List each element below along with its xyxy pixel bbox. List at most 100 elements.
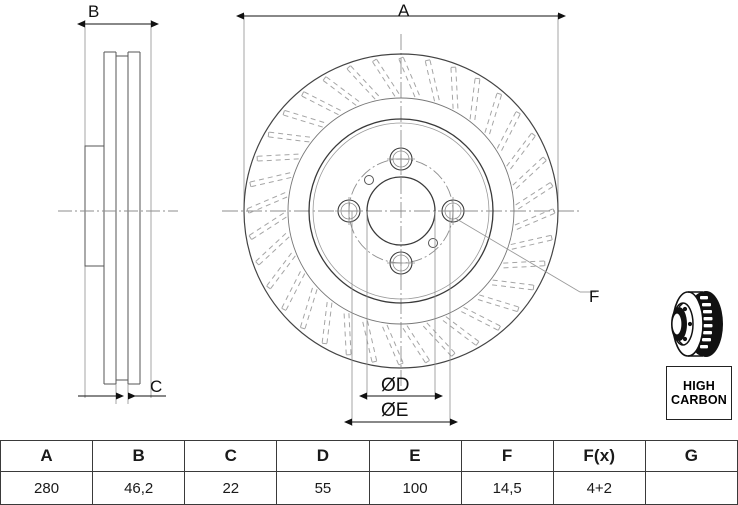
cooling-vane-wall: [302, 96, 339, 115]
cooling-vane-wall: [513, 157, 543, 185]
table-header-c: C: [185, 441, 277, 472]
cooling-vane-wall: [451, 67, 453, 108]
label-dimension-F: F: [589, 287, 599, 307]
label-dimension-B: B: [88, 2, 99, 22]
cooling-vane-cap: [551, 235, 552, 240]
table-header-e: E: [369, 441, 461, 472]
cooling-vane-cap: [283, 110, 284, 115]
cooling-vane-cap: [372, 361, 377, 362]
label-dimension-A: A: [398, 1, 409, 21]
cooling-vane-cap: [476, 342, 479, 346]
cooling-vane-wall: [503, 261, 544, 263]
cooling-vane-wall: [502, 114, 521, 151]
cooling-vane-cap: [399, 363, 403, 365]
cooling-vane-wall: [250, 173, 290, 182]
cooling-vane-wall: [461, 312, 498, 331]
cooling-vane-wall: [347, 69, 375, 99]
cooling-vane-wall: [268, 137, 309, 142]
cooling-vane-wall: [251, 177, 291, 186]
table-value-fx: 4+2: [553, 472, 645, 505]
table-header-fx: F(x): [553, 441, 645, 472]
cooling-vane-wall: [252, 217, 287, 240]
table-header-b: B: [93, 441, 185, 472]
cooling-vane-cap: [550, 182, 553, 186]
side-view-extension-lines: [85, 20, 151, 398]
cooling-vane-wall: [256, 233, 286, 261]
cooling-vane-cap: [452, 353, 456, 356]
cooling-vane-wall: [350, 66, 378, 96]
cooling-vane-wall: [300, 288, 312, 328]
table-header-g: G: [645, 441, 737, 472]
side-view-hub-profile: [85, 146, 104, 266]
table-value-e: 100: [369, 472, 461, 505]
cooling-vane-wall: [270, 256, 295, 289]
label-dimension-E: ØE: [381, 400, 408, 422]
high-carbon-line-2: CARBON: [671, 393, 727, 407]
cooling-vane-wall: [512, 240, 552, 249]
cooling-vane-cap: [267, 286, 271, 289]
cooling-vane-wall: [363, 322, 372, 362]
table-value-g: [645, 472, 737, 505]
disc-centerlines: [222, 34, 580, 392]
table-header-a: A: [1, 441, 93, 472]
cooling-vane-wall: [344, 314, 346, 355]
cooling-vane-wall: [470, 78, 475, 119]
label-dimension-C: C: [150, 377, 162, 397]
cooling-vane-wall: [305, 289, 317, 329]
cooling-vane-cap: [268, 132, 269, 137]
cooling-vane-cap: [300, 328, 305, 329]
cooling-vane-wall: [257, 159, 298, 161]
cooling-vane-cap: [516, 112, 520, 114]
table-header-f: F: [461, 441, 553, 472]
cooling-vane-cap: [323, 77, 326, 81]
cooling-vane-wall: [510, 136, 535, 169]
cooling-vane-cap: [302, 92, 304, 96]
cooling-vane-wall: [372, 62, 395, 97]
cooling-vane-wall: [518, 186, 553, 209]
cooling-vane-wall: [516, 182, 551, 205]
cooling-vane-wall: [322, 302, 327, 343]
cooling-vane-cap: [250, 182, 251, 187]
brake-disc-3d-icon: [659, 286, 737, 362]
cooling-vane-wall: [376, 59, 399, 94]
cooling-vane-cap: [498, 326, 500, 330]
cooling-vane-wall: [367, 321, 376, 361]
table-value-f: 14,5: [461, 472, 553, 505]
cooling-vane-wall: [249, 213, 284, 236]
leader-line-F: [455, 218, 596, 292]
cooling-vane-wall: [443, 320, 476, 345]
cooling-vane-cap: [282, 308, 286, 310]
cooling-vane-cap: [256, 262, 259, 266]
cooling-vane-wall: [425, 61, 434, 101]
cooling-vane-wall: [511, 235, 551, 244]
cooling-vane-wall: [286, 274, 305, 311]
table-value-d: 55: [277, 472, 369, 505]
label-dimension-D: ØD: [381, 375, 410, 397]
table-value-b: 46,2: [93, 472, 185, 505]
cooling-vane-cap: [347, 66, 351, 69]
cooling-vane-wall: [283, 115, 323, 127]
cooling-vane-cap: [372, 59, 376, 62]
cooling-vane-cap: [533, 285, 534, 290]
cooling-vane-cap: [322, 343, 327, 344]
cooling-vane-wall: [516, 160, 546, 188]
cooling-vane-wall: [479, 295, 519, 307]
cooling-vane-wall: [475, 79, 480, 120]
cooling-vane-cap: [425, 60, 430, 61]
cooling-vane-wall: [492, 285, 533, 290]
cooling-vane-cap: [518, 307, 519, 312]
cooling-vane-wall: [478, 300, 518, 312]
cooling-vane-wall: [497, 112, 516, 149]
cooling-vane-wall: [282, 271, 301, 308]
cooling-vane-cap: [497, 93, 502, 94]
cooling-vane-wall: [327, 303, 332, 344]
cooling-vane-wall: [304, 92, 341, 111]
cooling-vane-wall: [285, 110, 325, 122]
cooling-vane-wall: [446, 317, 479, 342]
cooling-vane-wall: [259, 237, 289, 265]
cooling-vane-cap: [532, 133, 536, 136]
